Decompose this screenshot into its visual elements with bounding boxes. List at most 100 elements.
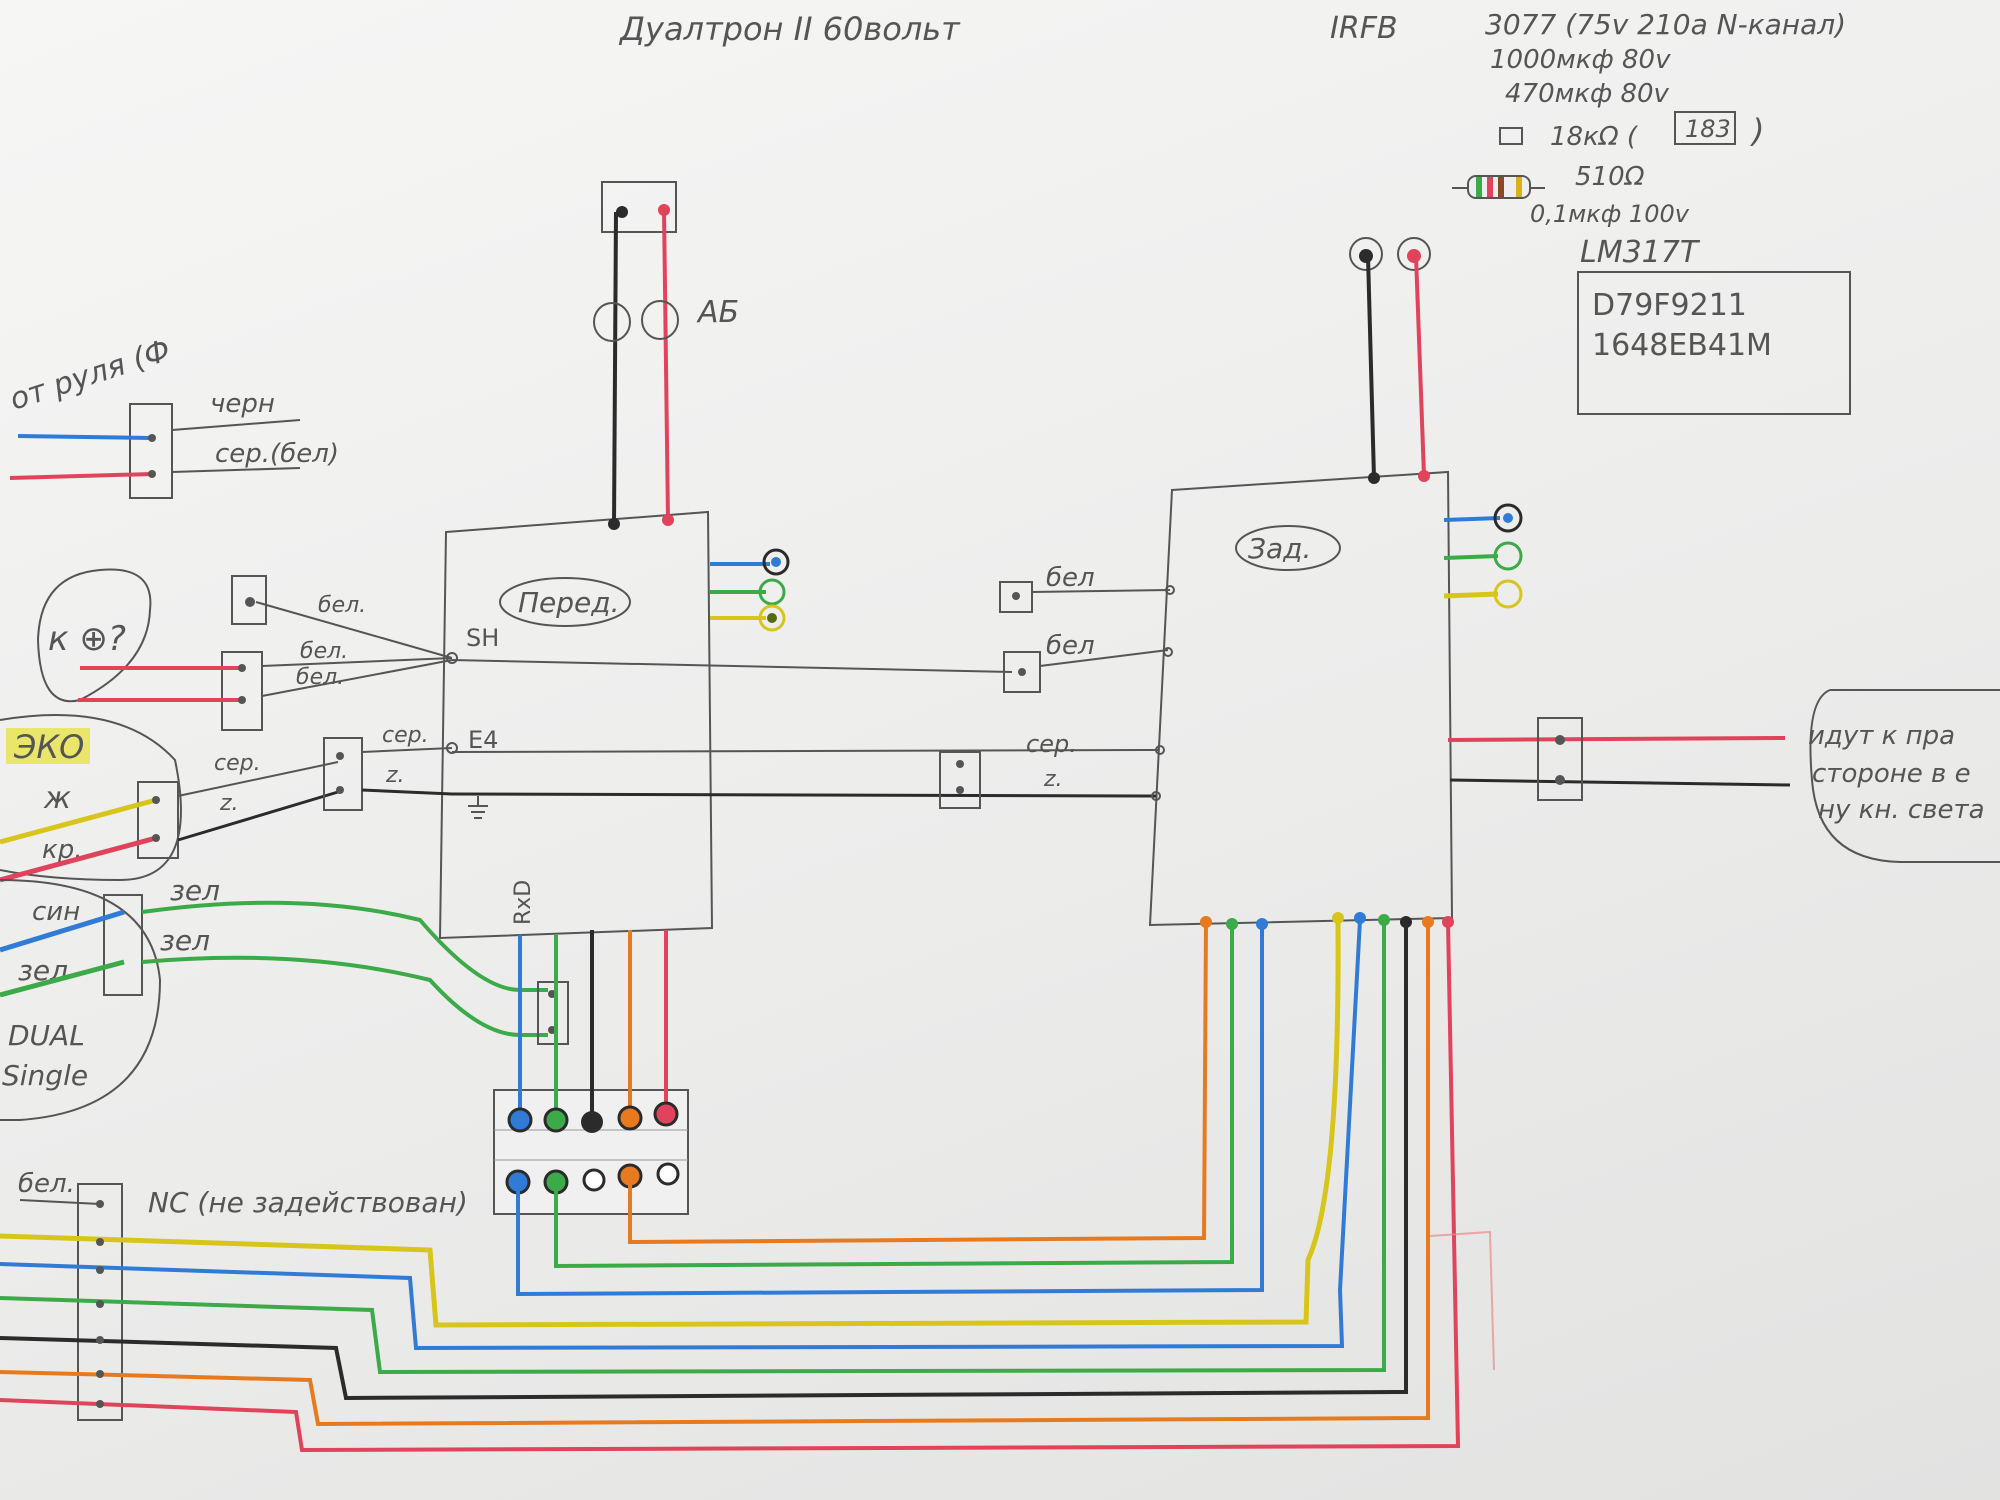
battery-wire-black (612, 211, 618, 526)
wire-label-zel2: зел (160, 924, 210, 957)
front-pin-rxd: RxD (511, 880, 536, 925)
bus-red (0, 921, 1461, 1453)
spec-resistor1-close: ) (1750, 112, 1764, 150)
wire-label-bel-bottom: бел. (18, 1169, 75, 1199)
resistor-code-box (1674, 111, 1736, 145)
rear-bel-line-1 (1031, 589, 1171, 593)
sh-junction (446, 652, 458, 664)
rear-input-node-1 (1165, 585, 1175, 595)
dual-label: DUAL (8, 1019, 85, 1052)
plus-question-label: к ⊕? (48, 619, 126, 659)
wire-label-bel1: бел. (318, 593, 366, 618)
plus-question-bubble (36, 568, 152, 703)
right-note-line3: ну кн. света (1818, 795, 1985, 825)
rear-label: Зад. (1248, 532, 1311, 565)
front-terminal-neg (608, 518, 620, 530)
eco-mid-pin1 (336, 752, 344, 760)
rear-bel-line-2 (1039, 649, 1169, 667)
front-pin-e4: E4 (468, 726, 498, 754)
battery-terminal-neg (616, 206, 628, 218)
sh-line-1 (255, 601, 453, 659)
wire-label-cherry: черн (210, 389, 275, 419)
rear-input-node-2 (1163, 647, 1173, 657)
sh-connector-top-pin (245, 597, 255, 607)
rear-wire-bel1: бел (1046, 563, 1095, 593)
battery-wire-red (662, 209, 670, 521)
resistor-icon (1452, 175, 1545, 199)
route-blue-front-rear (516, 922, 1264, 1297)
ferrite-ring-black (593, 302, 631, 342)
rear-e4-pin2 (956, 786, 964, 794)
rxd-switch-connector (537, 981, 569, 1045)
right-note-line2: стороне в е (1812, 759, 1971, 789)
dual-group-bubble (0, 879, 162, 1121)
chip-line-1: D79F9211 (1592, 288, 1747, 323)
handlebar-pin2 (148, 470, 156, 478)
rear-right-red (1447, 736, 1786, 742)
rear-terminal-black-top (1359, 249, 1373, 263)
front-terminal-pos (662, 514, 674, 526)
front-pin-sh: SH (466, 624, 499, 652)
sh-connector-top (231, 575, 267, 625)
eco-pin1 (152, 796, 160, 804)
rear-power-wire-black (1366, 255, 1376, 479)
dual-wire-green (0, 959, 125, 998)
bus-green (0, 920, 1386, 1375)
wire-label-bel3: бел. (296, 665, 344, 690)
dual-wire-blue (0, 909, 125, 953)
rear-gnd-node (1151, 791, 1161, 801)
sh-line-2 (261, 657, 453, 667)
front-color-stubs (710, 548, 790, 632)
e4-to-rear-line (451, 749, 1159, 753)
eco-highlight (6, 728, 90, 764)
sh-pin2 (238, 696, 246, 704)
gnd-to-rear-line (451, 792, 1157, 798)
rear-ring-black (1349, 237, 1383, 271)
zel-wire-1 (141, 900, 548, 992)
gnd-in-line (361, 788, 453, 796)
spec-resistor2: 510Ω (1575, 162, 1645, 192)
e4-in-line (361, 747, 453, 753)
front-label: Перед. (518, 586, 620, 619)
rear-power-wire-red (1414, 255, 1426, 477)
rear-terminal-red-top (1407, 249, 1421, 263)
bus-blue (0, 919, 1362, 1351)
front-header-pins (505, 1101, 680, 1195)
rear-e4-node (1155, 745, 1165, 755)
bus-orange (0, 922, 1430, 1427)
chip-marking-box (1577, 271, 1851, 415)
route-green-front-rear (554, 922, 1234, 1269)
wire-label-z-left: z. (219, 791, 239, 816)
spec-cap2: 470мкф 80v (1505, 79, 1670, 109)
zh-label: ж (43, 781, 71, 816)
spec-transistor-detail: 3077 (75v 210a N-канал) (1485, 8, 1846, 41)
eco-mid-connector (323, 737, 363, 811)
bottom-left-pins (96, 1238, 104, 1408)
handlebar-pin1 (148, 434, 156, 442)
battery-connector (601, 181, 677, 233)
wire-label-z-mid: z. (385, 763, 405, 788)
faint-bracket (1429, 1230, 1495, 1371)
ferrite-ring-red (641, 300, 679, 340)
front-controller-box (438, 510, 714, 940)
spec-resistor1: 18кΩ ( (1550, 122, 1639, 152)
eco-pin2 (152, 834, 160, 842)
eco-label: ЭКО (13, 728, 84, 766)
rear-ring-red (1397, 237, 1431, 271)
spec-regulator: LM317T (1580, 235, 1701, 270)
sh-line-3 (261, 659, 453, 697)
rear-right-pin1 (1555, 735, 1565, 745)
sh-pin1 (238, 664, 246, 672)
bus-black (0, 922, 1408, 1401)
right-note-bubble (1809, 689, 2000, 863)
wire-label-zel1: зел (170, 874, 220, 907)
eco-wire-yellow (0, 797, 157, 845)
sh-connector-bottom (221, 651, 263, 731)
rear-right-pin2 (1555, 775, 1565, 785)
spec-cap3: 0,1мкф 100v (1530, 200, 1690, 228)
front-label-oval (499, 577, 631, 627)
rear-wire-bel2: бел (1046, 631, 1095, 661)
handlebar-wire-red (9, 472, 153, 480)
